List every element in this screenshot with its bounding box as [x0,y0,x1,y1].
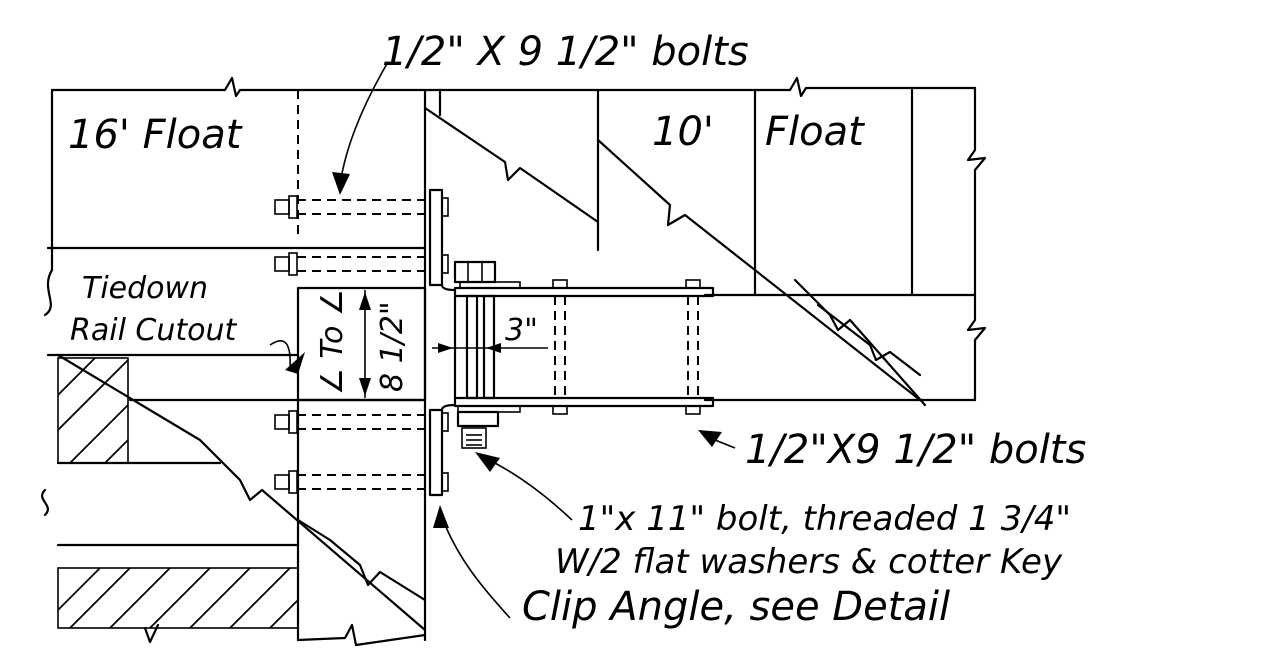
leader-arrows [269,61,736,619]
left-bolts [274,195,449,494]
bolt-row-1 [274,195,449,219]
tiedown-label-line-2: Rail Cutout [70,313,238,348]
tiedown-label-line-1: Tiedown [82,271,208,306]
dimension-8-half-label: 8 1/2" [375,301,410,392]
float-10-number-label: 10' [652,109,714,155]
labels: 1/2" X 9 1/2" bolts 16' Float 10' Float … [68,29,1086,630]
bolt-row-3 [274,410,449,434]
dimension-3-label: 3" [505,313,538,348]
top-bolts-label: 1/2" X 9 1/2" bolts [382,29,749,75]
connector-plates [453,260,715,449]
dimension-8-half [359,290,371,398]
dimension-3 [432,338,548,358]
float-16-label: 16' Float [68,112,243,158]
float-outlines [46,76,987,642]
bolt-row-2 [274,252,449,276]
right-bolts-label: 1/2"X9 1/2" bolts [745,427,1086,473]
tiedown-cutout [41,268,427,647]
bolt-note-line-1: 1"x 11" bolt, threaded 1 3/4" [578,499,1071,539]
angle-to-angle-label: ∠ To ∠ [315,289,350,395]
clip-angle [428,188,457,497]
bolt-row-4 [274,470,449,494]
bolt-note-line-2: W/2 flat washers & cotter Key [555,542,1063,582]
float-10-word-label: Float [765,109,865,155]
clip-angle-label: Clip Angle, see Detail [522,584,950,630]
